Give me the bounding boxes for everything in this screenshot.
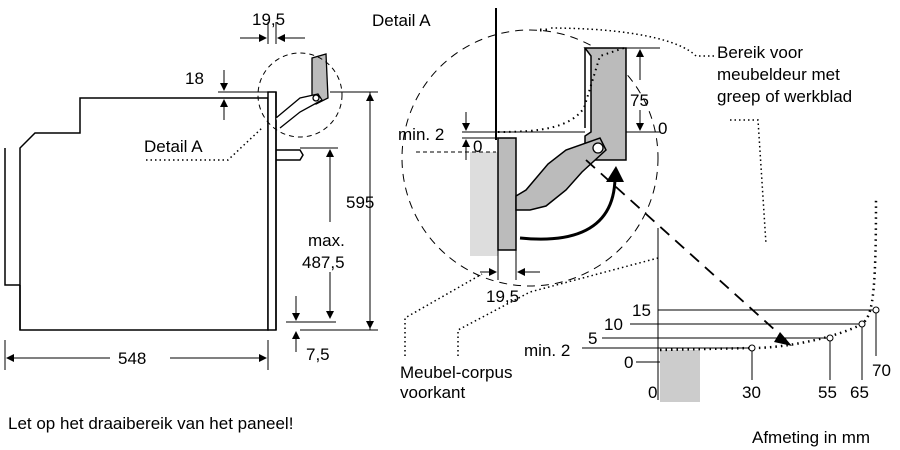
- dim-7-5: 7,5: [306, 345, 330, 364]
- dim-595: 595: [346, 193, 374, 212]
- x-label-65: 65: [850, 383, 869, 402]
- y-label-min-2: min. 2: [524, 341, 570, 360]
- dim-max-label: max.: [308, 231, 345, 250]
- x-label-55: 55: [818, 383, 837, 402]
- dim-0-detail: 0: [473, 137, 482, 156]
- warning-note: Let op het draaibereik van het paneel!: [8, 414, 294, 433]
- swing-arrow: [519, 177, 617, 241]
- dim-min-2-detail: min. 2: [398, 125, 444, 144]
- projection-dashed-line: [585, 159, 787, 341]
- oven-front-panel: [497, 137, 517, 251]
- range-label-line-2: meubeldeur met: [717, 65, 840, 84]
- y-label-10: 10: [604, 315, 623, 334]
- y-label-0: 0: [624, 353, 633, 372]
- dim-0-door: 0: [658, 119, 667, 138]
- graph-lines: [582, 228, 877, 400]
- range-label-line-3: greep of werkblad: [717, 87, 852, 106]
- dim-548: 548: [118, 349, 146, 368]
- main-dimensions: [4, 22, 378, 370]
- detail-a-label: Detail A: [144, 137, 203, 156]
- detail-circle-large: [401, 29, 659, 287]
- dim-19-5-detail: 19,5: [486, 287, 519, 306]
- y-label-15: 15: [632, 301, 651, 320]
- detail-dimensions: [462, 47, 660, 280]
- cabinet-label-line-2: voorkant: [400, 383, 465, 402]
- detail-circle-small: [257, 52, 343, 138]
- dim-18: 18: [185, 69, 204, 88]
- graph-panel: [660, 350, 700, 402]
- x-label-0: 0: [648, 383, 657, 402]
- x-label-30: 30: [742, 383, 761, 402]
- door-swing-curve: [659, 199, 878, 352]
- hinge-small: [275, 53, 329, 129]
- cabinet-wall: [470, 152, 498, 256]
- hinge-arm: [515, 137, 607, 211]
- cabinet-label-line-1: Meubel-corpus: [400, 363, 512, 382]
- range-label-line-1: Bereik voor: [717, 43, 803, 62]
- dim-487-5: 487,5: [302, 253, 345, 272]
- unit-note: Afmeting in mm: [752, 428, 871, 447]
- dim-75-detail: 75: [630, 91, 649, 110]
- y-label-5: 5: [588, 329, 597, 348]
- detail-a-title: Detail A: [372, 11, 431, 30]
- dim-19-5-top: 19,5: [252, 10, 285, 29]
- x-label-70: 70: [872, 361, 891, 380]
- appliance-side-view: [4, 91, 304, 331]
- detail-a-leader: [146, 127, 263, 161]
